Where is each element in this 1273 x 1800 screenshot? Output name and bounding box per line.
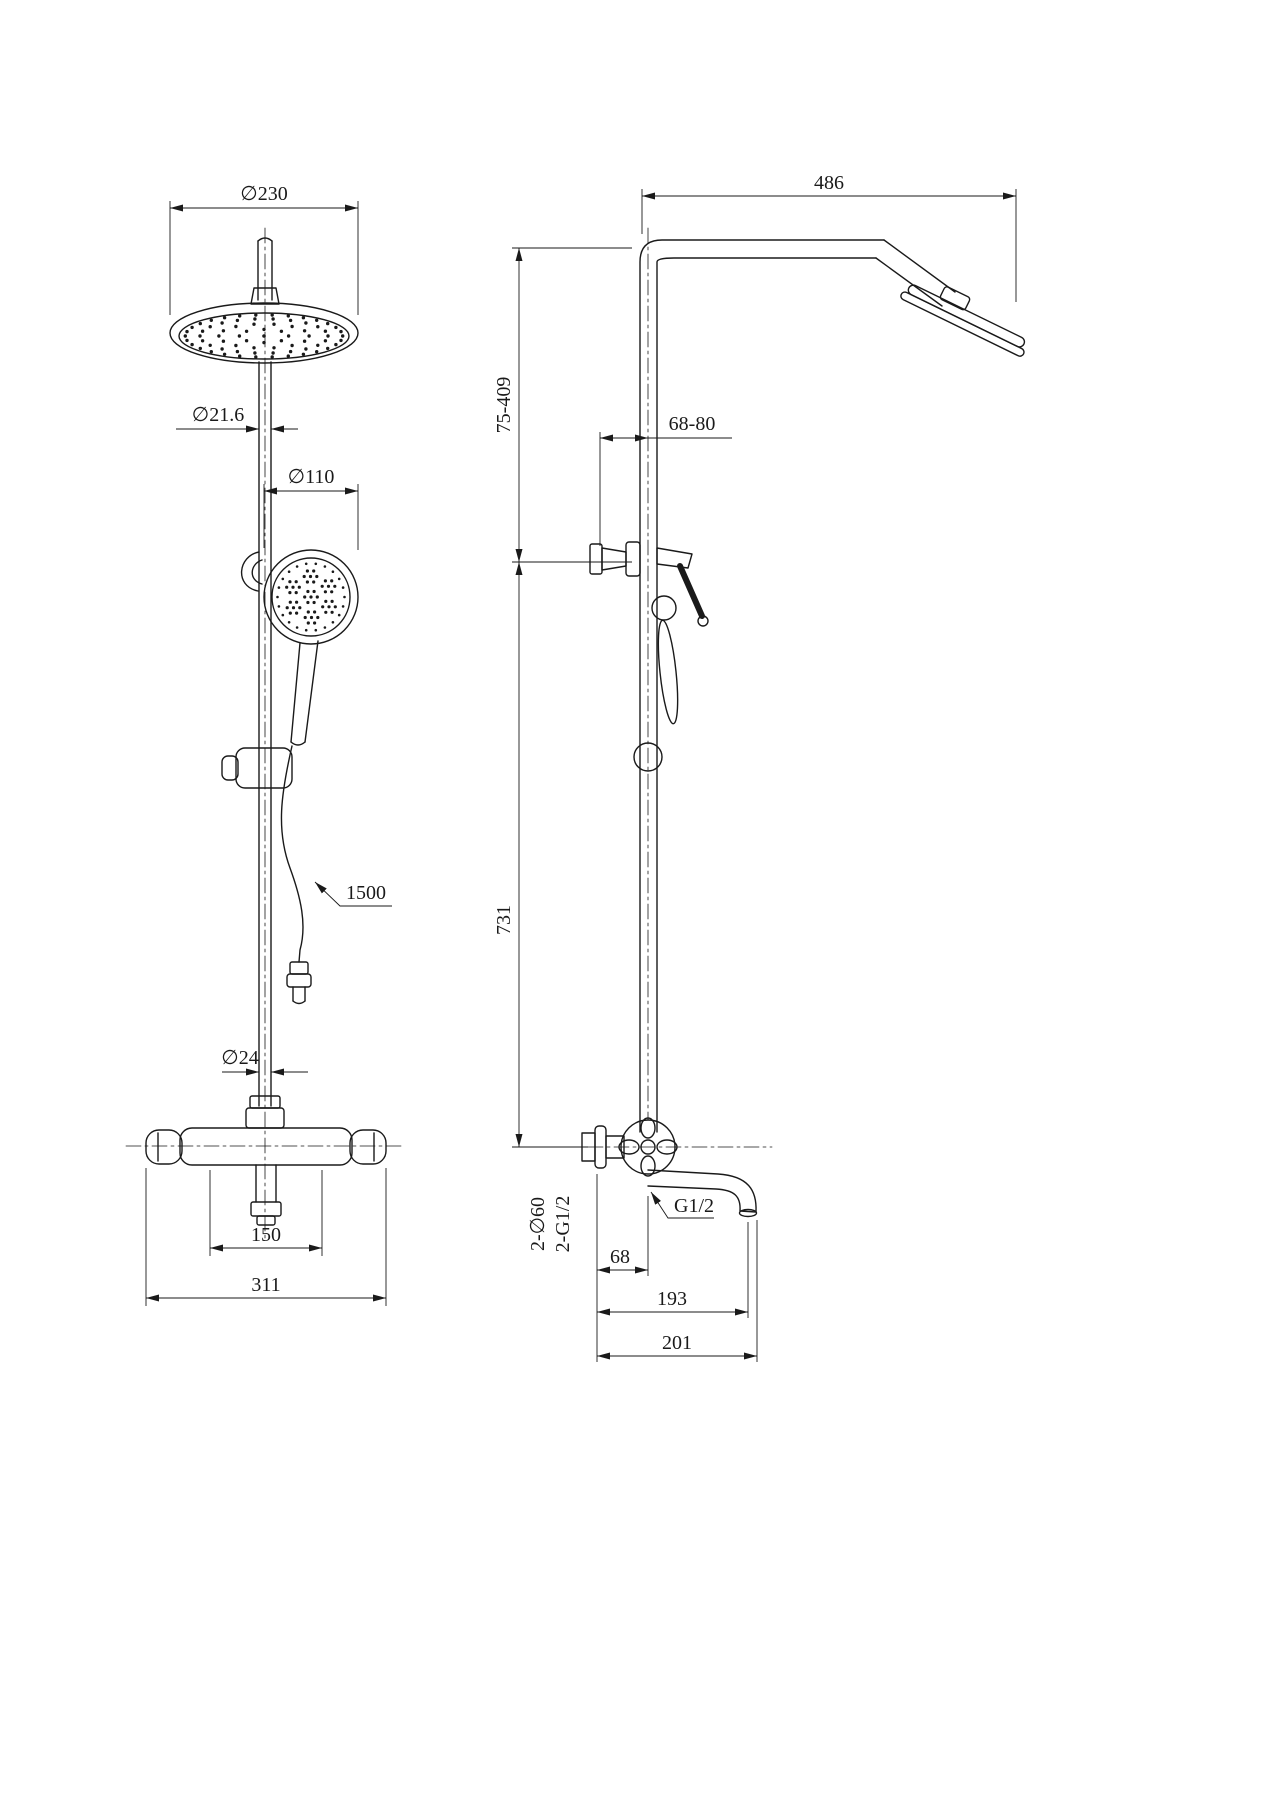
side-lever [677, 563, 705, 619]
side-diverter [656, 547, 693, 569]
front-hose [280, 745, 304, 963]
dimension-labels: ∅230 ∅21.6 ∅110 1500 ∅24 150 311 486 75-… [192, 172, 844, 1354]
dim-riser-diameter: ∅21.6 [192, 404, 244, 426]
side-hand-shower-head [651, 595, 677, 621]
dim-wall-distance-range: 68-80 [669, 413, 716, 435]
side-spout-outlet [738, 1208, 758, 1218]
dim-spout-thread: G1/2 [674, 1195, 714, 1217]
front-hose-connector [286, 961, 312, 1005]
side-wall-bracket [589, 541, 709, 627]
side-slider-knob [633, 742, 663, 772]
dim-hose-length: 1500 [346, 882, 386, 904]
dim-height-range: 75-409 [493, 377, 515, 434]
front-right-handle [349, 1129, 387, 1165]
dim-head-diameter: ∅230 [240, 183, 287, 205]
front-slider-clamp [221, 747, 293, 789]
front-slide-bar [258, 361, 272, 1107]
front-left-handle [145, 1129, 183, 1165]
dim-spout-reach: 193 [657, 1288, 687, 1310]
front-view [125, 227, 405, 1241]
side-overhead-shower [900, 284, 1026, 357]
dim-inlet-spacing: 150 [251, 1224, 281, 1246]
side-view [581, 227, 1026, 1218]
front-spout-aerator [250, 1201, 282, 1217]
dim-inlet-threads: 2-G1/2 [552, 1196, 574, 1253]
side-riser-and-arm [639, 239, 956, 1133]
dim-arm-reach: 486 [814, 172, 844, 194]
front-hand-shower [240, 549, 359, 746]
hand-shower-nozzles [276, 562, 346, 632]
dim-spout-center-offset: 68 [610, 1246, 630, 1268]
dim-slide-bar-diameter: ∅24 [221, 1047, 258, 1069]
dim-valve-width: 311 [251, 1274, 280, 1296]
side-hand-shower-handle [657, 619, 679, 725]
dim-hand-shower-diameter: ∅110 [288, 466, 335, 488]
front-overhead-shower [169, 302, 359, 364]
dim-escutcheons: 2-∅60 [527, 1197, 549, 1251]
dim-overall-reach: 201 [662, 1332, 692, 1354]
side-valve [581, 1117, 773, 1218]
overhead-shower-nozzles [183, 313, 345, 359]
dim-riser-height: 731 [493, 905, 515, 935]
front-valve [125, 1095, 405, 1226]
front-dimension-lines [145, 201, 392, 1306]
side-dimension-lines [512, 189, 1017, 1362]
